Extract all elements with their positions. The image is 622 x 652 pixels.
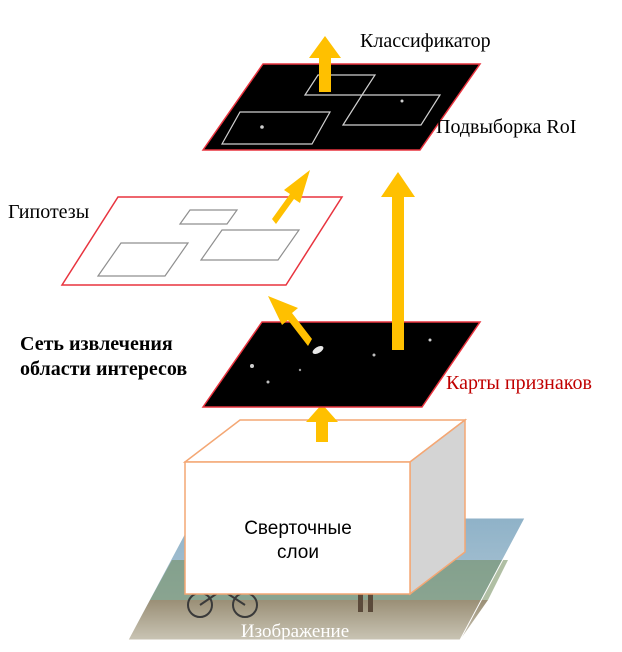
- rpn-label-line1: Сеть извлечения: [20, 333, 173, 355]
- conv-layers-label-line1: Сверточные: [244, 518, 352, 539]
- conv-layers-box: Сверточные слои: [182, 418, 468, 596]
- arrow-features-to-hypotheses: [268, 296, 312, 346]
- feature-maps-label: Карты признаков: [446, 372, 592, 394]
- roi-pooling-plane: [201, 63, 482, 151]
- conv-layers-label-line2: слои: [277, 542, 319, 563]
- arrow-hypotheses-to-roi: [272, 170, 310, 224]
- arrow-features-to-roi: [381, 172, 415, 350]
- arrow-roi-to-classifier: [309, 36, 341, 92]
- image-label: Изображение: [241, 621, 349, 642]
- rpn-label-line2: области интересов: [20, 358, 187, 380]
- arrow-conv-to-features: [306, 404, 338, 442]
- feature-maps-plane: [201, 321, 482, 408]
- hypotheses-label: Гипотезы: [8, 201, 89, 223]
- hypotheses-plane: [60, 196, 344, 286]
- classifier-label: Классификатор: [360, 30, 491, 52]
- roi-pooling-label: Подвыборка RoI: [436, 116, 576, 138]
